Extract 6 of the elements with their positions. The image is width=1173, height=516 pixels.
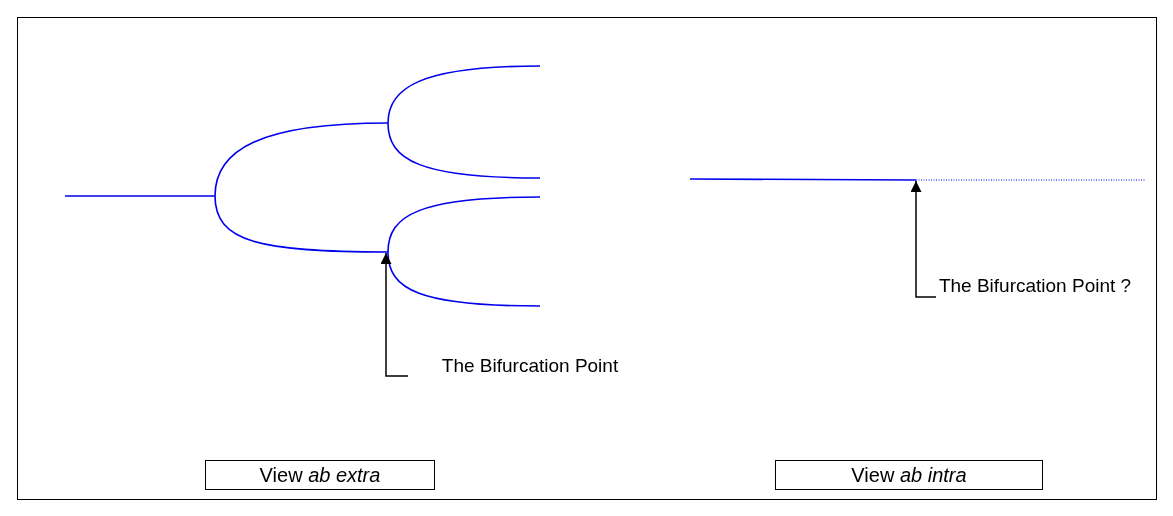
leader-line: [380, 252, 409, 377]
view-label: View ab intra: [775, 460, 1043, 490]
leader-line: [910, 180, 937, 298]
view-label: View ab extra: [205, 460, 435, 490]
callout-text: The Bifurcation Point ?: [938, 275, 1132, 297]
callout-text: The Bifurcation Point: [410, 355, 650, 377]
